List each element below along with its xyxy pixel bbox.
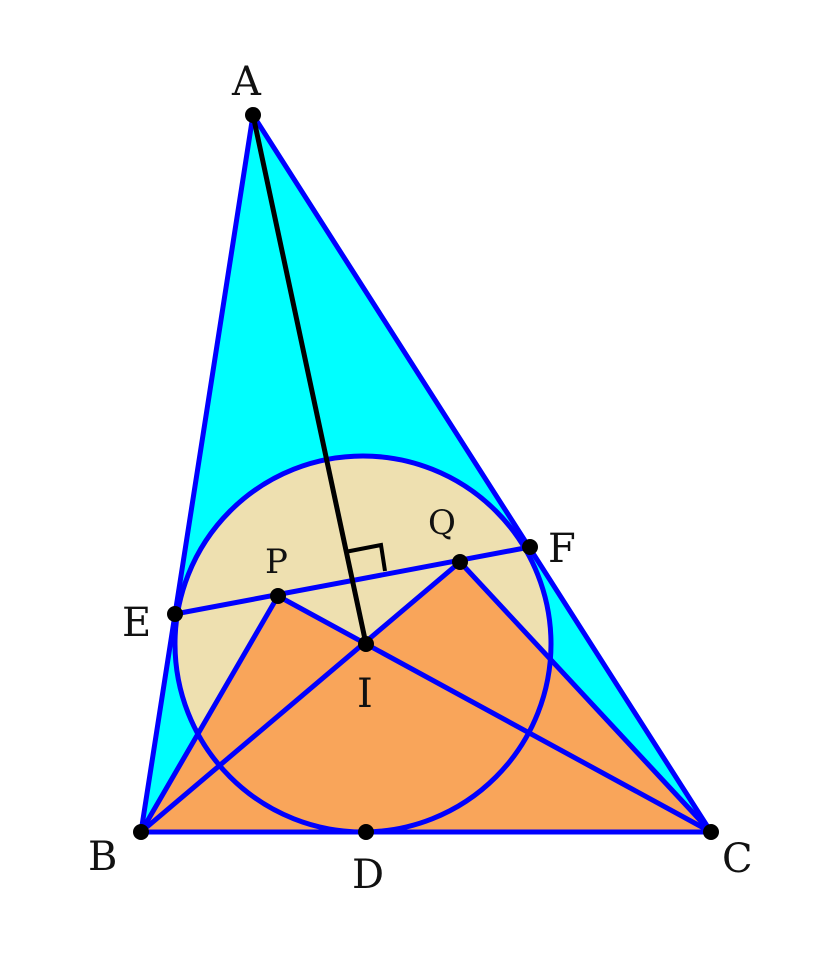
triangle-outline [138,112,714,835]
point-a [245,107,261,123]
label-b: B [88,834,117,880]
point-c [703,824,719,840]
orange-region [141,562,711,832]
point-e [167,606,183,622]
label-f: F [548,526,576,572]
label-e: E [122,600,151,646]
label-d: D [352,852,384,898]
segment-bp [138,594,281,834]
points [133,107,719,840]
label-q: Q [428,503,456,543]
point-p [270,588,286,604]
segment-qc [458,560,713,834]
label-c: C [722,836,753,882]
label-i: I [357,671,373,717]
point-b [133,824,149,840]
label-p: P [265,542,288,582]
point-f [522,539,538,555]
point-d [358,824,374,840]
right-angle-marker [344,542,387,572]
point-i [358,636,374,652]
point-q [452,554,468,570]
segment-pc [276,593,713,835]
segment-bq [139,560,462,834]
segment-ai [250,114,369,645]
label-a: A [231,59,262,105]
